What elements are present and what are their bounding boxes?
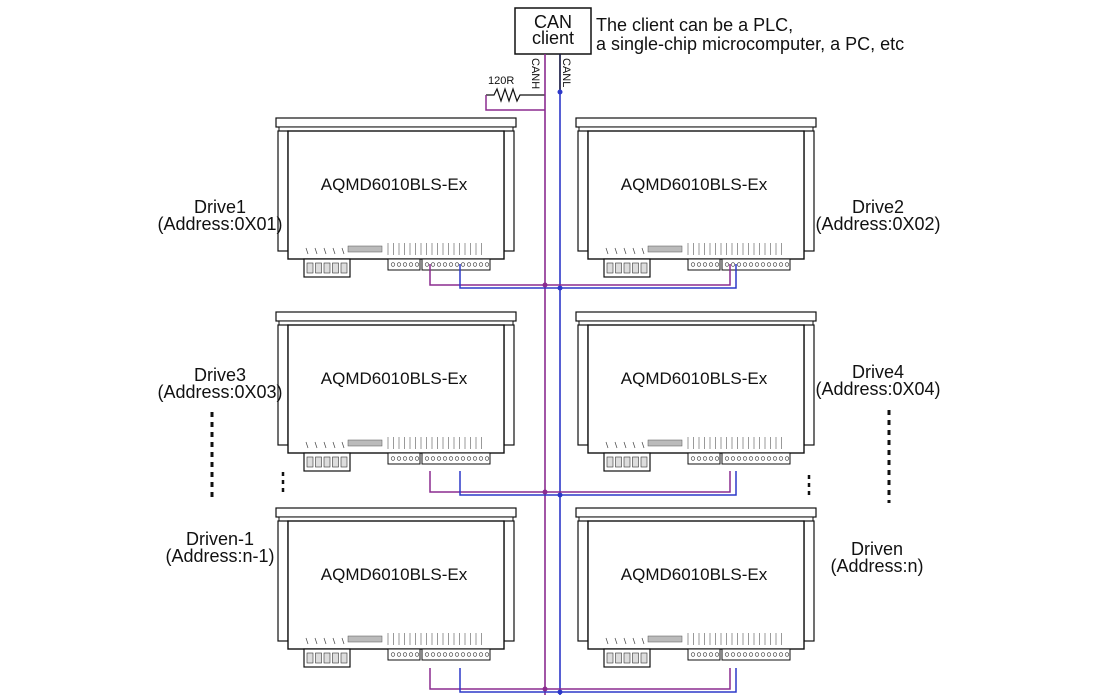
drive-body xyxy=(287,324,505,454)
drive-4: AQMD6010BLS-Ex xyxy=(575,311,817,472)
drive-dip-switch xyxy=(347,439,383,447)
client-note-line1: The client can be a PLC, xyxy=(596,15,793,35)
drive-dip-switch xyxy=(647,635,683,643)
drive-side-rail-left xyxy=(577,130,589,252)
drive-side-rail-right xyxy=(503,324,515,446)
drive-flange xyxy=(575,311,817,322)
drive-body xyxy=(587,130,805,260)
drive-body xyxy=(587,520,805,650)
drive-side-rail-right xyxy=(803,520,815,642)
drive-address-2: (Address:0X02) xyxy=(815,214,940,234)
drive-side-rail-right xyxy=(803,324,815,446)
drive-flange xyxy=(275,117,517,128)
drive-side-rail-left xyxy=(277,520,289,642)
drive-body xyxy=(287,520,505,650)
drive-model: AQMD6010BLS-Ex xyxy=(621,565,768,584)
drive-name-3: Drive3 xyxy=(194,365,246,385)
drive-name-1: Drive1 xyxy=(194,197,246,217)
can-client-label-line1: CAN xyxy=(534,12,572,32)
can-client-label-line2: client xyxy=(532,28,574,48)
drive-model: AQMD6010BLS-Ex xyxy=(321,175,468,194)
drive-address-1: (Address:0X01) xyxy=(157,214,282,234)
drive-address-6: (Address:n) xyxy=(830,556,923,576)
drive-dip-switch xyxy=(647,439,683,447)
drive-model: AQMD6010BLS-Ex xyxy=(321,565,468,584)
drive-model: AQMD6010BLS-Ex xyxy=(621,175,768,194)
resistor-label: 120R xyxy=(488,75,514,87)
drive-3: AQMD6010BLS-Ex xyxy=(275,311,517,472)
canl-tap-left xyxy=(459,471,560,496)
drive-name-6: Driven xyxy=(851,539,903,559)
drive-model: AQMD6010BLS-Ex xyxy=(621,369,768,388)
drive-flange xyxy=(575,117,817,128)
canl-tap-right xyxy=(560,264,737,289)
canh-tap-right xyxy=(545,668,731,690)
canh-tap-right xyxy=(545,471,731,493)
drive-5: AQMD6010BLS-Ex xyxy=(275,507,517,668)
canh-tap-left xyxy=(429,471,545,493)
canl-tap-left xyxy=(459,264,560,289)
drive-2: AQMD6010BLS-Ex xyxy=(575,117,817,278)
canh-tap-left xyxy=(429,668,545,690)
canl-label: CANL xyxy=(560,58,572,87)
drive-flange xyxy=(275,507,517,518)
drive-dip-switch xyxy=(647,245,683,253)
drive-body xyxy=(287,130,505,260)
drive-dip-switch xyxy=(347,635,383,643)
resistor-lead-canh xyxy=(485,95,545,111)
drive-name-5: Driven-1 xyxy=(186,529,254,549)
drive-side-rail-left xyxy=(577,324,589,446)
drive-side-rail-left xyxy=(577,520,589,642)
canl-junction-top xyxy=(557,89,563,95)
drive-side-rail-right xyxy=(503,130,515,252)
drive-flange xyxy=(275,311,517,322)
drive-address-4: (Address:0X04) xyxy=(815,379,940,399)
drive-name-4: Drive4 xyxy=(852,362,904,382)
drive-side-rail-right xyxy=(803,130,815,252)
drive-1: AQMD6010BLS-Ex xyxy=(275,117,517,278)
drive-name-2: Drive2 xyxy=(852,197,904,217)
canh-label: CANH xyxy=(529,58,541,89)
drive-dip-switch xyxy=(347,245,383,253)
drive-address-5: (Address:n-1) xyxy=(165,546,274,566)
canl-tap-right xyxy=(560,471,737,496)
canl-tap-left xyxy=(459,668,560,693)
resistor-symbol xyxy=(486,87,545,103)
drive-address-3: (Address:0X03) xyxy=(157,382,282,402)
drive-6: AQMD6010BLS-Ex xyxy=(575,507,817,668)
canh-tap-right xyxy=(545,264,731,286)
canl-tap-right xyxy=(560,668,737,693)
client-note-line2: a single-chip microcomputer, a PC, etc xyxy=(596,34,904,54)
drive-flange xyxy=(575,507,817,518)
drive-model: AQMD6010BLS-Ex xyxy=(321,369,468,388)
canh-tap-left xyxy=(429,264,545,286)
drive-body xyxy=(587,324,805,454)
drive-side-rail-right xyxy=(503,520,515,642)
can-client-box xyxy=(514,7,592,55)
bus-wiring xyxy=(429,264,737,695)
